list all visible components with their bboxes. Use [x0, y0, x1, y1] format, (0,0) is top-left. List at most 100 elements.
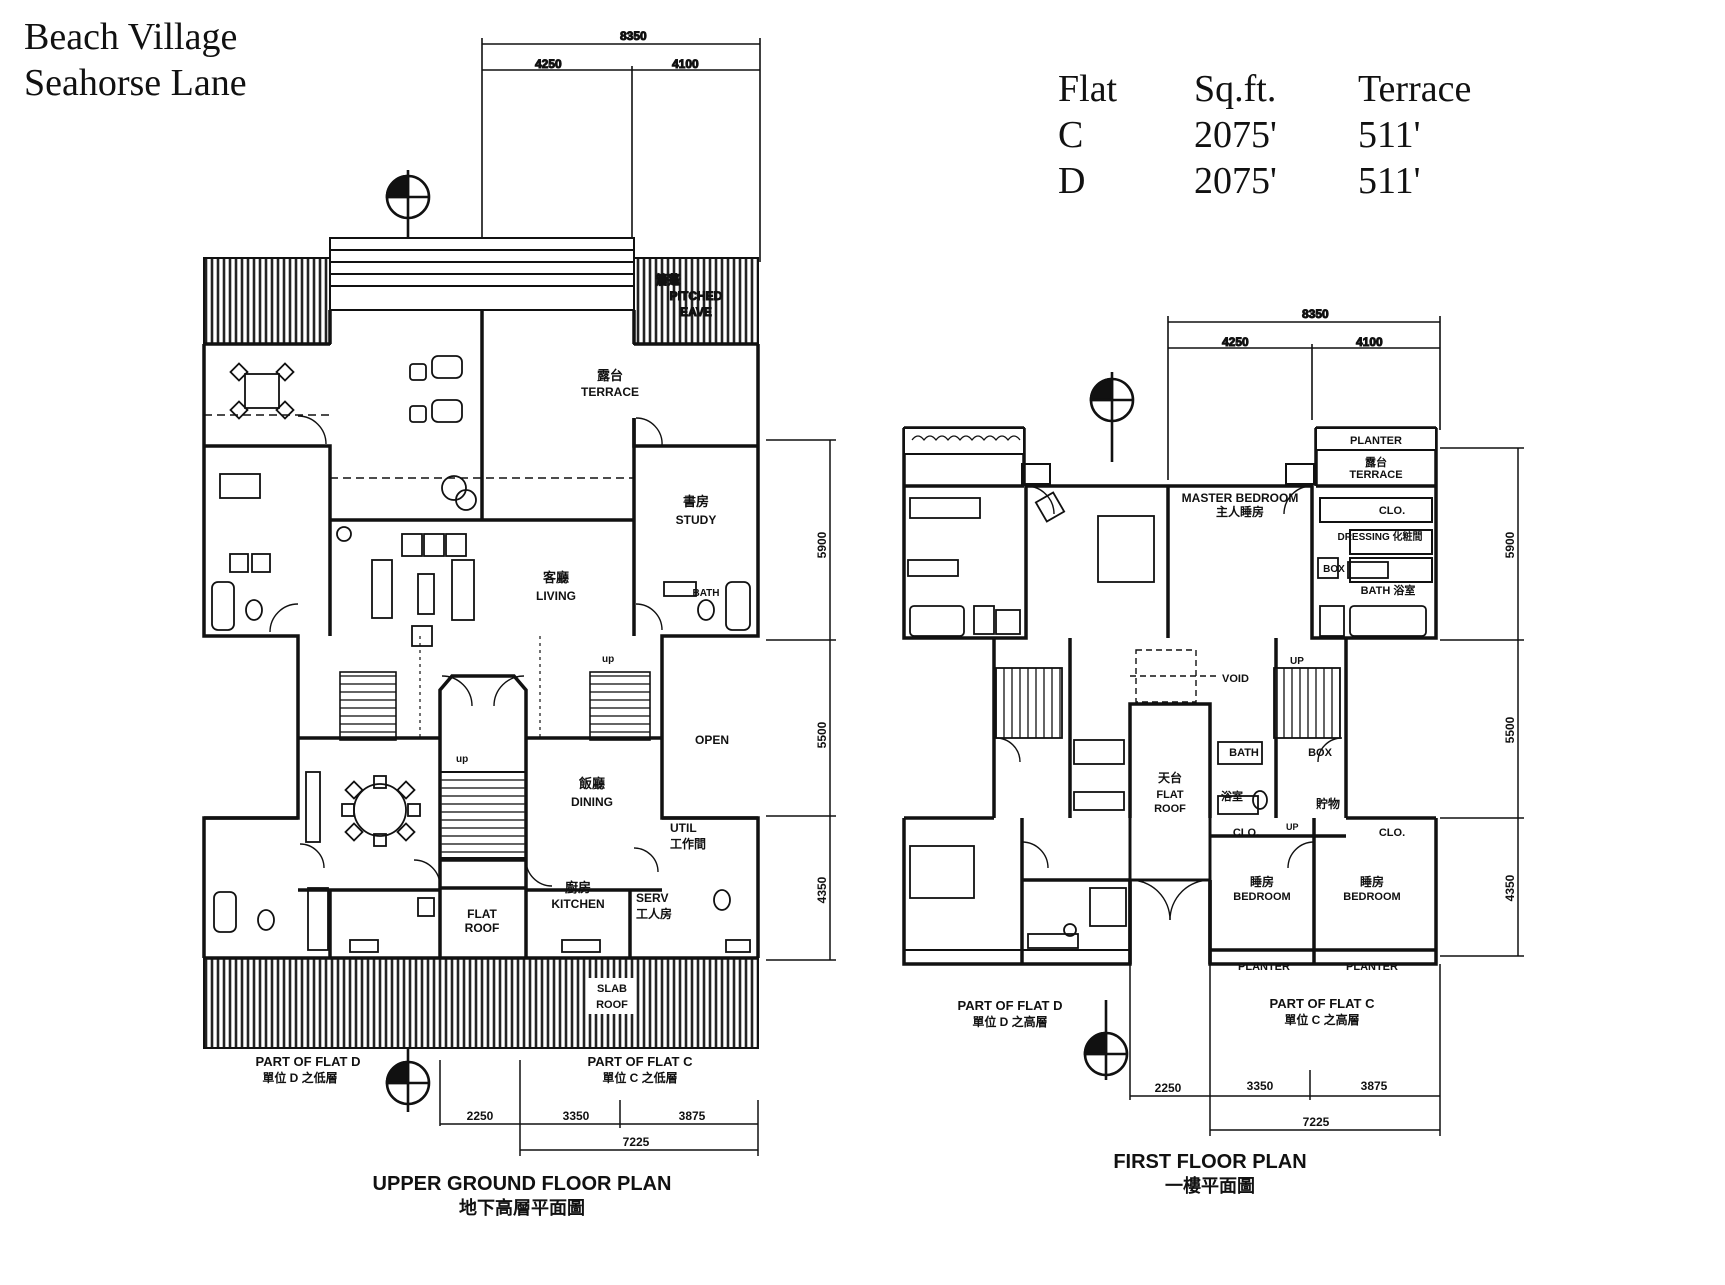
ug-dim-4350: 4350: [815, 876, 829, 903]
area-table: Flat Sq.ft. Terrace C 2075' 511' D 2075'…: [1058, 66, 1498, 204]
ug-bath: BATH: [692, 588, 719, 599]
ff-dim-2250: 2250: [1155, 1081, 1182, 1095]
ff-flat-roof-label: FLAT: [1156, 789, 1184, 801]
ug-stair-right: [589, 671, 651, 741]
ff-part-c: PART OF FLAT C: [1270, 996, 1376, 1011]
ug-dim-total: 8350: [620, 29, 647, 43]
eave-label: PITCHED: [670, 289, 723, 303]
flat-terrace: 511': [1358, 114, 1421, 156]
ff-stair-right: [1273, 667, 1341, 739]
ff-dressing: DRESSING 化粧間: [1337, 530, 1422, 543]
ug-dim-3350: 3350: [563, 1109, 590, 1123]
ug-kitchen-zh: 廚房: [565, 880, 591, 895]
col-terrace: Terrace: [1358, 68, 1472, 110]
ff-dim-7225: 7225: [1303, 1115, 1330, 1129]
ff-dim-right: 4100: [1356, 335, 1383, 349]
ff-up-label: UP: [1290, 656, 1304, 667]
north-arrow-icon: [1083, 1000, 1129, 1080]
ff-bed-2: BEDROOM: [1343, 891, 1400, 903]
ff-dim-5900: 5900: [1503, 531, 1517, 558]
ff-doors: [995, 485, 1343, 921]
ug-dim-5500: 5500: [815, 721, 829, 748]
ff-furniture: [907, 491, 1427, 949]
ug-kitchen: KITCHEN: [551, 897, 604, 911]
ug-dining-zh: 飯廳: [578, 776, 605, 791]
eave-label-zh: 簷蓬: [655, 272, 681, 287]
street-name: Seahorse Lane: [24, 62, 247, 104]
ug-up-label: up: [602, 654, 614, 665]
ff-flat-roof-zh: 天台: [1158, 770, 1182, 785]
ug-dim-7225: 7225: [623, 1135, 650, 1149]
ff-dim-5500: 5500: [1503, 716, 1517, 743]
ff-labels: PLANTER 露台 TERRACE MASTER BEDROOM 主人睡房 C…: [958, 435, 1423, 1029]
ff-dim-4350: 4350: [1503, 874, 1517, 901]
north-arrow-icon: [385, 170, 431, 292]
area-table-header: Flat Sq.ft. Terrace: [1058, 66, 1498, 112]
area-row-d: D 2075' 511': [1058, 158, 1498, 204]
ff-dim-3350: 3350: [1247, 1079, 1274, 1093]
flat-sqft: 2075': [1194, 114, 1277, 156]
ff-dim-3875: 3875: [1361, 1079, 1388, 1093]
area-row-c: C 2075' 511': [1058, 112, 1498, 158]
ug-flat-roof-2: ROOF: [465, 921, 500, 935]
ff-bath2: BATH: [1229, 747, 1259, 759]
ug-dim-right: 4100: [672, 57, 699, 71]
ff-plan-title: FIRST FLOOR PLAN: [1113, 1151, 1306, 1173]
flat-terrace: 511': [1358, 160, 1421, 202]
col-flat: Flat: [1058, 68, 1118, 110]
ug-slab-roof-2: ROOF: [596, 999, 628, 1011]
ug-dims-side: [439, 439, 836, 1156]
ug-living-zh: 客廳: [543, 570, 569, 585]
ff-dim-left: 4250: [1222, 335, 1249, 349]
ff-flat-roof-label-2: ROOF: [1154, 803, 1186, 815]
ff-store-zh: 貯物: [1316, 796, 1340, 811]
ug-doors: [269, 415, 663, 887]
ug-study-zh: 書房: [683, 494, 709, 509]
slab-roof: [203, 957, 759, 1049]
ug-dim-2250: 2250: [467, 1109, 494, 1123]
ff-clo: CLO.: [1379, 505, 1405, 517]
ug-dining: DINING: [571, 795, 613, 809]
ug-stair-left: [339, 671, 397, 741]
ff-planter-2: PLANTER: [1238, 961, 1290, 973]
ug-dim-5900: 5900: [815, 531, 829, 558]
ff-clo-2: CLO.: [1233, 827, 1259, 839]
ff-bed-zh-1: 睡房: [1250, 874, 1274, 889]
ff-master-zh: 主人睡房: [1216, 504, 1264, 519]
ff-flat-roof: [1128, 702, 1212, 882]
ff-terrace: TERRACE: [1349, 469, 1402, 481]
ff-stair-left: [995, 667, 1063, 739]
ug-plan-title-zh: 地下高層平面圖: [459, 1197, 585, 1218]
first-floor-plan: 8350 4250 4100: [902, 307, 1441, 1080]
ff-void-label: VOID: [1222, 673, 1249, 685]
ug-terrace: TERRACE: [581, 385, 639, 399]
ff-master: MASTER BEDROOM: [1182, 491, 1299, 505]
ug-part-c-zh: 單位 C 之低層: [602, 1070, 677, 1085]
ug-open: OPEN: [695, 733, 729, 747]
col-sqft: Sq.ft.: [1194, 68, 1277, 110]
ug-util-zh: 工作間: [670, 836, 706, 851]
ff-dims-top: [1167, 316, 1441, 480]
ff-box-2: BOX: [1308, 747, 1333, 759]
ff-plan-title-zh: 一樓平面圖: [1165, 1175, 1255, 1196]
flat-id: D: [1058, 160, 1086, 202]
ug-study: STUDY: [676, 513, 717, 527]
ug-living: LIVING: [536, 589, 576, 603]
flat-id: C: [1058, 114, 1084, 156]
ug-walls: [202, 310, 760, 960]
ug-serv: SERV: [636, 891, 668, 905]
ff-box: BOX: [1323, 564, 1345, 575]
ug-up-label: up: [456, 754, 468, 765]
ug-main-stair: [439, 771, 527, 859]
ug-dim-left: 4250: [535, 57, 562, 71]
ff-terrace-zh: 露台: [1365, 455, 1387, 469]
ug-labels: 露台 TERRACE 書房 STUDY BATH 客廳 LIVING OPEN …: [256, 368, 729, 1085]
ug-railing: [329, 237, 635, 311]
flat-sqft: 2075': [1194, 160, 1277, 202]
ug-part-d: PART OF FLAT D: [256, 1054, 361, 1069]
ff-part-d: PART OF FLAT D: [958, 998, 1063, 1013]
ff-bed-1: BEDROOM: [1233, 891, 1290, 903]
ug-util: UTIL: [670, 821, 697, 835]
pitched-eave-right: [633, 257, 759, 345]
header-title: Beach Village Seahorse Lane: [24, 14, 247, 106]
